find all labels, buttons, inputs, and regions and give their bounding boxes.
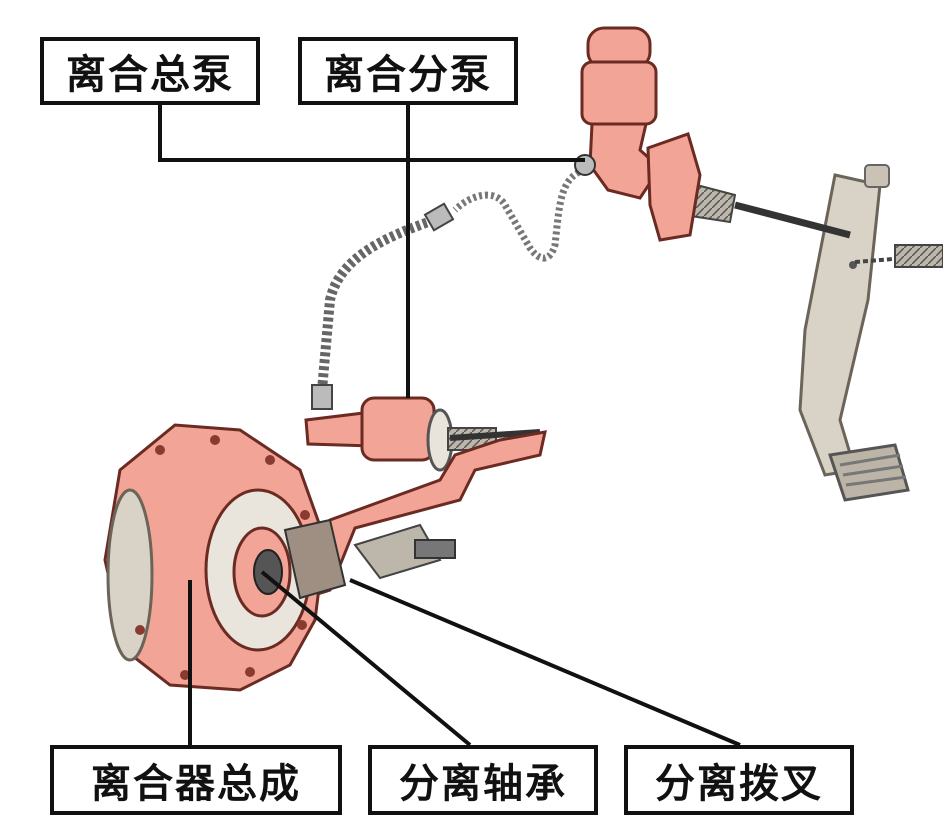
label-release-fork: 分离拨叉	[624, 745, 854, 815]
leader-lines	[158, 105, 741, 747]
slave-cylinder	[304, 396, 541, 472]
label-clutch-master-cylinder: 离合总泵	[40, 37, 260, 105]
label-clutch-slave-cylinder: 离合分泵	[298, 37, 518, 105]
label-clutch-assembly: 离合器总成	[50, 745, 342, 815]
master-cylinder	[574, 26, 702, 242]
leader-fork	[349, 578, 741, 747]
clutch-pedal	[798, 164, 943, 502]
clutch-assembly	[103, 423, 347, 692]
leader-master	[158, 105, 585, 162]
label-release-bearing: 分离轴承	[368, 745, 598, 815]
hydraulic-line	[311, 164, 591, 410]
leader-bearing	[260, 570, 472, 747]
